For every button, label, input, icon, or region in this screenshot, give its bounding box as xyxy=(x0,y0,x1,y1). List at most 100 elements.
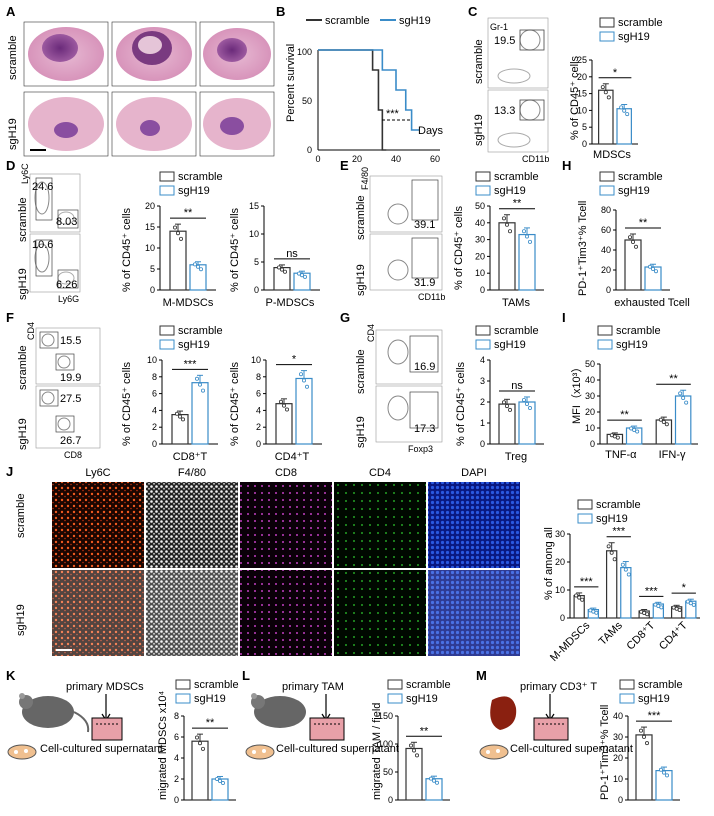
data-point xyxy=(684,400,689,405)
ylabel-m: PD-1⁺Tim3⁺% Tcell xyxy=(599,705,611,800)
y-tick-label: 30 xyxy=(613,732,623,742)
f-row-scramble: scramble xyxy=(17,345,29,390)
data-point xyxy=(217,779,222,784)
e-xaxis: CD11b xyxy=(418,292,445,302)
data-point xyxy=(600,85,605,90)
data-point xyxy=(651,266,656,271)
ylabel-b: Percent survival xyxy=(285,44,297,122)
if-dapi-scramble xyxy=(428,482,520,568)
legend-d-sgh19: sgH19 xyxy=(178,185,210,197)
y-tick-label: 4 xyxy=(480,355,485,365)
data-point xyxy=(594,610,599,615)
data-point xyxy=(299,273,304,278)
j-row-scramble: scramble xyxy=(15,493,27,538)
legend-d-scramble: scramble xyxy=(178,171,223,183)
bar-scramble xyxy=(171,414,189,445)
data-point xyxy=(664,422,669,427)
data-point xyxy=(632,427,637,432)
e-yaxis: F4/80 xyxy=(360,167,370,190)
ylabel-f1: % of CD45⁺ cells xyxy=(121,361,133,446)
legend-b-sgh19: sgH19 xyxy=(399,15,431,27)
data-point xyxy=(658,417,663,422)
bar-scramble xyxy=(624,239,642,291)
data-point xyxy=(691,602,696,607)
brain-section-row-1 xyxy=(23,21,275,87)
data-point xyxy=(620,562,625,567)
b-ytick-0: 0 xyxy=(307,145,312,155)
if-cd8-sgh19 xyxy=(240,570,332,656)
bar-sgH19 xyxy=(674,395,692,445)
significance-label: * xyxy=(292,354,297,366)
category-f1: CD8⁺T xyxy=(173,451,208,463)
data-point xyxy=(194,376,199,381)
data-point xyxy=(635,429,640,434)
d-gate-3: 10.6 xyxy=(32,239,53,251)
y-tick-label: 80 xyxy=(601,205,611,215)
if-f480-sgh19 xyxy=(146,570,238,656)
y-tick-label: 1 xyxy=(480,418,485,428)
data-point xyxy=(504,404,509,409)
bar-scramble xyxy=(169,230,187,291)
data-point xyxy=(296,271,301,276)
row-label-sgh19: sgH19 xyxy=(7,118,19,150)
d-gate-2: 8.03 xyxy=(56,216,77,228)
f-gate-4: 26.7 xyxy=(60,435,81,447)
data-point xyxy=(688,601,693,606)
data-point xyxy=(428,776,433,781)
y-tick-label: 100 xyxy=(378,739,393,749)
data-point xyxy=(639,728,644,733)
y-tick-label: 4 xyxy=(174,753,179,763)
y-tick-label: 15 xyxy=(577,89,587,99)
panel-i: scramble sgH19 MFI（x10³） 01020304050**TN… xyxy=(570,325,698,461)
bar-sgH19 xyxy=(191,382,209,445)
data-point xyxy=(645,741,650,746)
legend-m-scramble: scramble xyxy=(638,679,683,691)
data-point xyxy=(278,399,283,404)
data-point xyxy=(414,753,419,758)
f-yaxis: CD4 xyxy=(26,322,36,340)
data-point xyxy=(622,108,627,113)
ylabel-g: % of CD45⁺ cells xyxy=(455,361,467,446)
e-row-sgh19: sgH19 xyxy=(355,264,367,296)
data-point xyxy=(281,403,286,408)
panel-letter-i: I xyxy=(562,310,566,325)
if-ly6c-scramble xyxy=(52,482,144,568)
f-xaxis: CD8 xyxy=(64,450,82,460)
data-point xyxy=(528,239,533,244)
c-gate-2: 13.3 xyxy=(494,105,515,117)
legend-l-scramble: scramble xyxy=(406,679,451,691)
if-dapi-sgh19 xyxy=(428,570,520,656)
dish-icon xyxy=(245,744,275,760)
data-point xyxy=(174,411,179,416)
y-tick-label: 6 xyxy=(152,389,157,399)
y-tick-label: 40 xyxy=(475,218,485,228)
xlabel-b: Days xyxy=(418,125,444,137)
mouse-icon xyxy=(19,693,90,733)
y-tick-label: 10 xyxy=(145,243,155,253)
y-tick-label: 8 xyxy=(152,372,157,382)
panel-letter-f: F xyxy=(6,310,14,325)
d-row-scramble: scramble xyxy=(17,197,29,242)
y-tick-label: 0 xyxy=(174,795,179,805)
bar-scramble xyxy=(405,747,423,801)
data-point xyxy=(504,222,509,227)
b-ytick-100: 100 xyxy=(297,47,312,57)
data-point xyxy=(507,407,512,412)
survival-curve-scramble xyxy=(318,49,387,151)
legend-e: scramble sgH19 xyxy=(475,171,539,197)
y-tick-label: 30 xyxy=(585,391,595,401)
data-point xyxy=(214,776,219,781)
m-dish-label: Cell-cultured supernatant xyxy=(510,743,633,755)
brain-section-row-2 xyxy=(23,91,275,157)
survival-curve-sgh19 xyxy=(318,49,420,131)
legend-g: scramble sgH19 xyxy=(475,325,539,351)
ylabel-f2: % of CD45⁺ cells xyxy=(229,361,241,446)
f-gate-1: 15.5 xyxy=(60,335,81,347)
data-point xyxy=(282,269,287,274)
y-tick-label: 5 xyxy=(254,257,259,267)
y-tick-label: 5 xyxy=(582,122,587,132)
y-tick-label: 2 xyxy=(152,422,157,432)
panel-c: scramble sgH19 19.5 13.3 Gr-1 CD11b scra… xyxy=(473,17,663,164)
